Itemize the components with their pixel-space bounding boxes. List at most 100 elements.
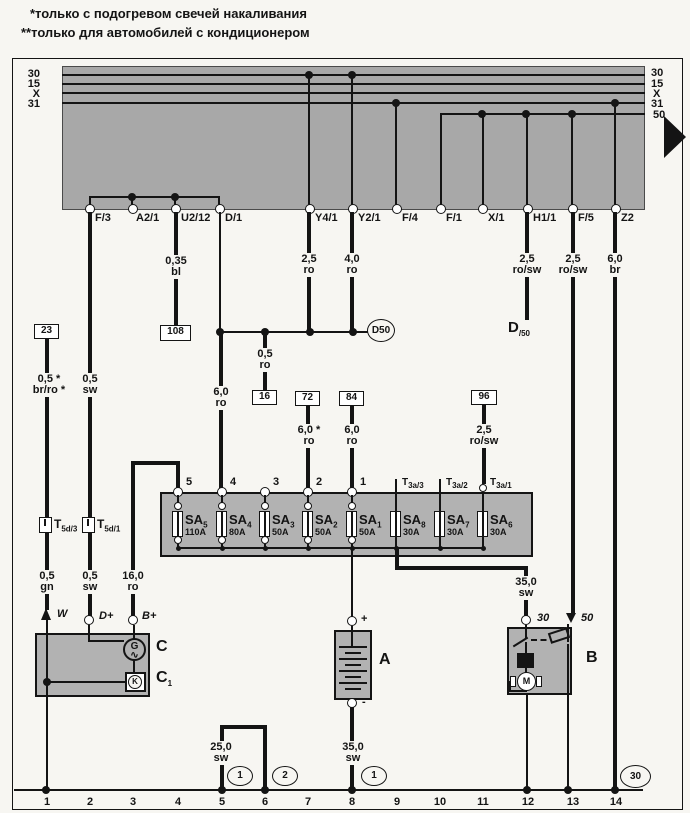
band-line-x1: [482, 114, 484, 210]
starter-linkage-dashed: [531, 639, 556, 641]
wire-label-25ro: 2,5 ro: [294, 253, 324, 277]
regulator-k: K: [128, 675, 142, 689]
wire-23-t5d3: [45, 339, 49, 518]
junction-dot: [171, 193, 179, 201]
t5d1-sub: 5d/1: [104, 524, 121, 534]
alternator-bplus-label: B+: [142, 610, 157, 622]
battery-lead: [351, 626, 353, 648]
fuse-name-sa2: SA2: [315, 513, 338, 532]
d50-sub: /50: [518, 329, 530, 338]
fuse-contact: [218, 502, 226, 510]
connector-box-96: 96: [471, 390, 497, 405]
fuse-contact: [261, 502, 269, 510]
fuse-element: [395, 511, 397, 549]
connector-t5d3-pin: [44, 519, 46, 526]
fuse-element: [439, 511, 441, 549]
starter-50-line-upper: [567, 624, 569, 642]
battery-plus-terminal: [347, 616, 357, 626]
track-number: 10: [433, 796, 447, 808]
battery-plate: [345, 688, 361, 690]
fuse-lead: [264, 495, 266, 503]
track-number: 13: [566, 796, 580, 808]
junction-dot: [522, 110, 530, 118]
ground-dot: [523, 786, 531, 794]
diagram-frame: [12, 58, 683, 810]
t3a2-s: 3a/2: [452, 481, 468, 490]
terminal-label-f5: F/5: [578, 212, 594, 224]
wire-label-br-ro: 0,5 * br/ro *: [29, 373, 69, 397]
fuse-tick-t3a2: [439, 479, 441, 513]
starter-30-label: 30: [537, 612, 550, 624]
terminal-notch-f4: [392, 204, 402, 214]
ground-ref-1b: 1: [361, 766, 387, 786]
t3a2-t: T: [446, 477, 453, 488]
bus-dot: [220, 546, 225, 551]
track-number: 14: [609, 796, 623, 808]
wire-label-60ro-star: 6,0 * ro: [291, 424, 327, 448]
starter-solenoid-line: [525, 642, 527, 653]
fuse-contact: [348, 536, 356, 544]
alternator-dplus-terminal: [84, 615, 94, 625]
alternator-dplus-label: D+: [99, 610, 114, 622]
fuse-amp-sa7: 30A: [447, 527, 464, 537]
starter-solenoid: [517, 653, 534, 668]
sa5-n: SA: [185, 512, 204, 527]
bus-dot: [438, 546, 443, 551]
starter-motor-return-h: [509, 690, 527, 692]
battery-label: A: [379, 651, 391, 668]
connector-box-72: 72: [295, 391, 320, 406]
sa4-s: 4: [247, 520, 252, 530]
starter-50-arrow-icon: [566, 613, 576, 623]
wire-label-05sw-lower: 0,5 sw: [75, 570, 105, 594]
starter-motor-line: [525, 668, 527, 673]
starter-50-label: 50: [581, 612, 594, 624]
terminal-label-f3: F/3: [95, 212, 111, 224]
fuse-tick-t3a3: [395, 479, 397, 513]
battery-minus-label: -: [362, 696, 366, 708]
connector-box-84: 84: [339, 391, 364, 406]
connector-circle-d50: D50: [367, 319, 395, 342]
sa4-n: SA: [229, 512, 248, 527]
bus-label-left-31: 31: [27, 98, 40, 110]
wire-label-035bl: 0,35 bl: [160, 255, 192, 279]
t3a1-t: T: [490, 477, 497, 488]
t3a3-t: T: [402, 477, 409, 488]
connector-t5d3-label: T5d/3: [54, 518, 77, 534]
sa1-s: 1: [377, 520, 382, 530]
wire-label-250sw: 25,0 sw: [204, 741, 238, 765]
fuse-element: [264, 511, 266, 537]
terminal-label-y21: Y2/1: [358, 212, 381, 224]
wire-label-350sw-battery: 35,0 sw: [336, 741, 370, 765]
bus-label-right-31: 31: [651, 98, 664, 110]
bus-dot: [263, 546, 268, 551]
t3a1-s: 3a/1: [496, 481, 512, 490]
alternator-dplus-line: [88, 625, 90, 642]
terminal-label-z2: Z2: [621, 212, 634, 224]
wire-label-25rosw-96: 2,5 ro/sw: [466, 424, 502, 448]
track-number: 3: [129, 796, 137, 808]
fuse-contact: [174, 536, 182, 544]
alternator-label: C: [156, 638, 168, 655]
fuse-lead: [307, 495, 309, 503]
wire-b16-vertical: [131, 461, 135, 617]
junction-dot: [349, 328, 357, 336]
alternator-c1-label: C1: [156, 670, 172, 692]
fuse-contact: [261, 536, 269, 544]
fuse-terminal-label-2: 2: [316, 476, 323, 488]
alternator-dplus-link: [88, 640, 124, 642]
fuse-name-sa8: SA8: [403, 513, 426, 532]
fuse-name-sa5: SA5: [185, 513, 208, 532]
sa8-n: SA: [403, 512, 422, 527]
band-bracket-drop-d1: [218, 197, 220, 210]
d50-main: D: [508, 319, 519, 336]
terminal-label-d1: D/1: [225, 212, 243, 224]
junction-dot: [478, 110, 486, 118]
wire-label-gn: 0,5 gn: [32, 570, 62, 594]
fuse-element: [221, 511, 223, 537]
wire-b16-horizontal: [131, 461, 180, 465]
track-number: 6: [261, 796, 269, 808]
fuse-contact: [174, 502, 182, 510]
fuse-amp-sa5: 110A: [185, 527, 207, 537]
sa8-s: 8: [421, 520, 426, 530]
